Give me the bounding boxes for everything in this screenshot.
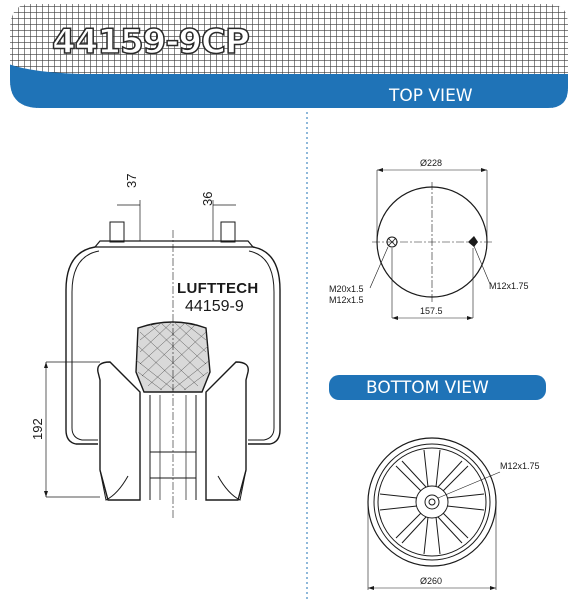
header-banner (10, 4, 568, 108)
bottom-diameter: Ø260 (420, 576, 443, 586)
brand-logo: LUFTTECH (177, 280, 259, 297)
top-stud-spacing: 157.5 (420, 306, 443, 316)
top-thread-right: M12x1.75 (489, 281, 529, 291)
bottom-view-label: BOTTOM VIEW (366, 378, 489, 398)
top-diameter: Ø228 (420, 158, 443, 168)
top-thread-left-1: M20x1.5 (329, 284, 364, 294)
top-thread-left-2: M12x1.5 (329, 295, 364, 305)
part-number-title: 44159-9CP (51, 21, 250, 63)
top-view-label: TOP VIEW (389, 86, 473, 106)
bottom-thread: M12x1.75 (500, 461, 540, 471)
model-label: 44159-9 (185, 298, 244, 315)
